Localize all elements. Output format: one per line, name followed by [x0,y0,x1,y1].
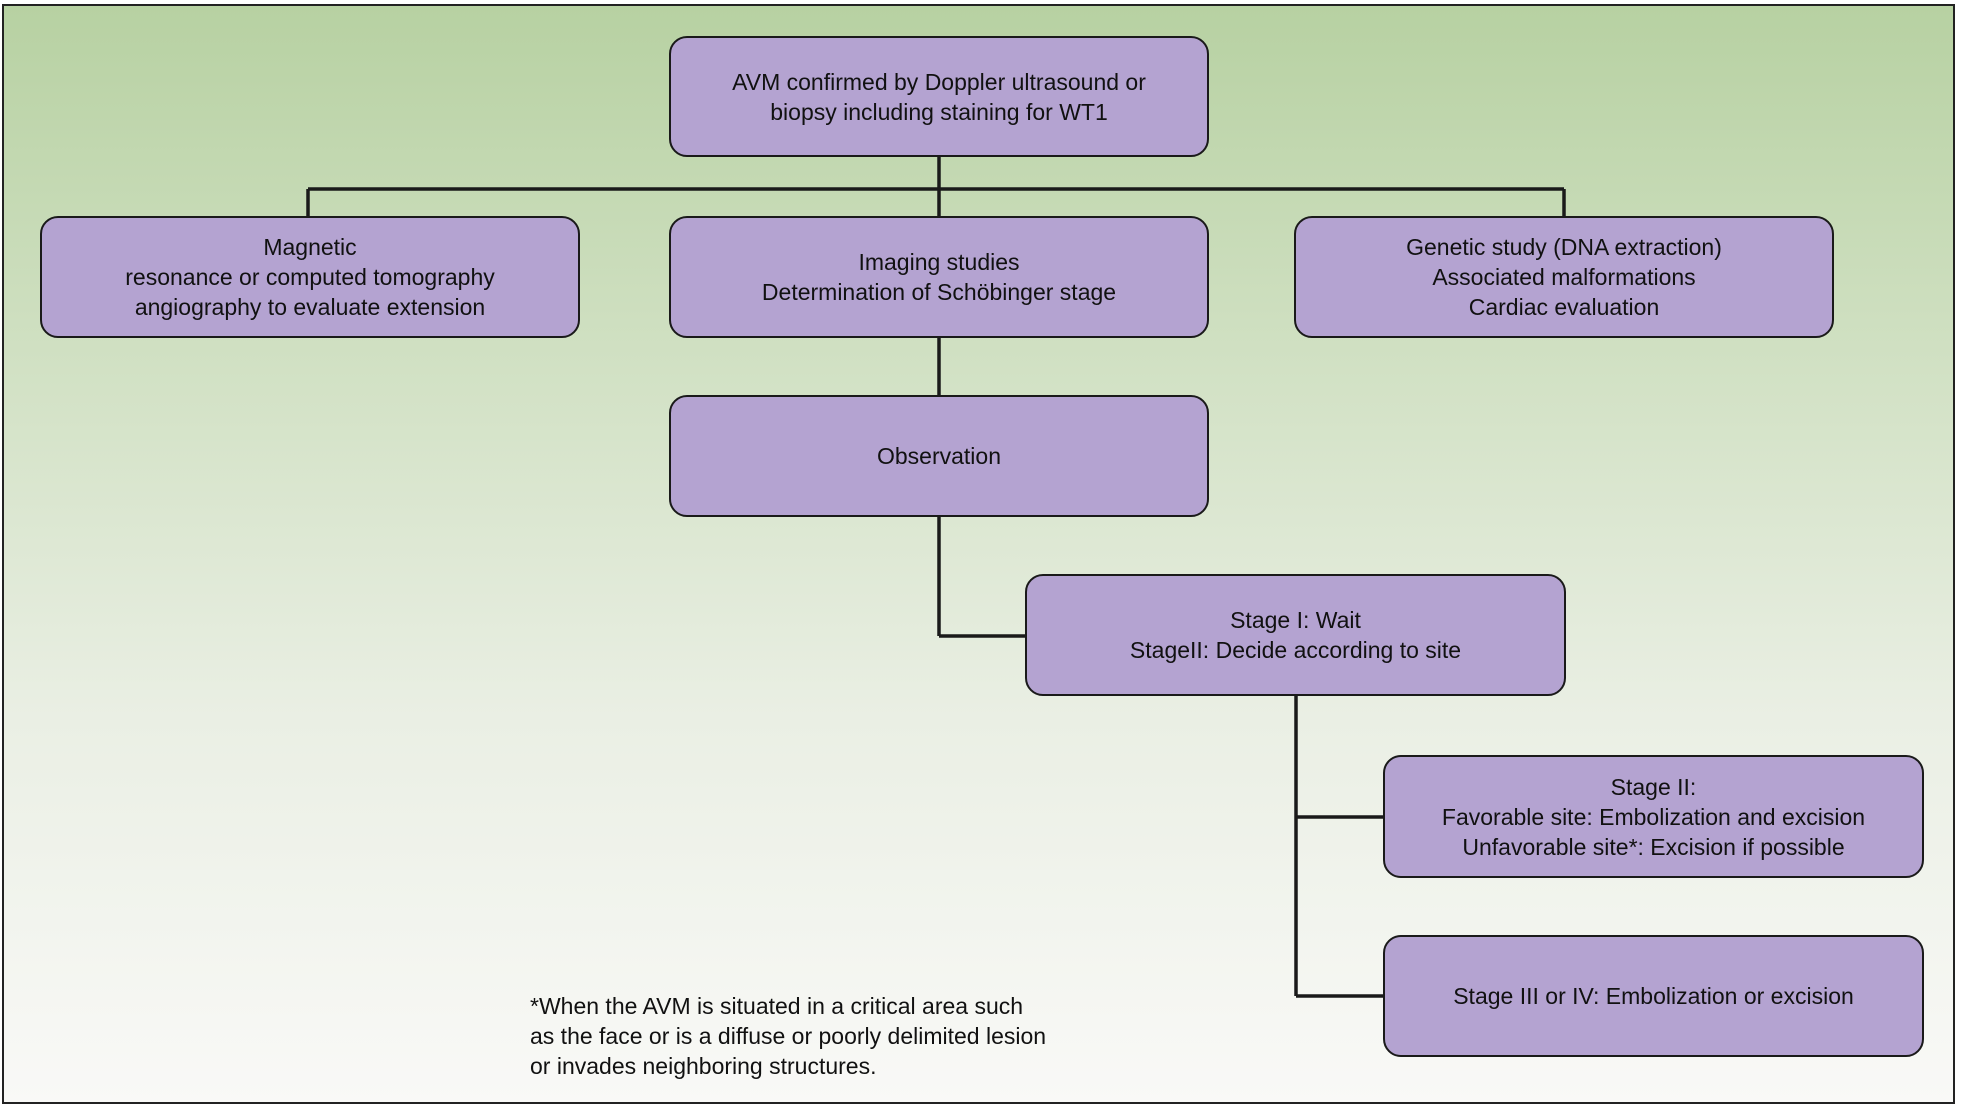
stage-1-wait-node: Stage I: Wait StageII: Decide according … [1025,574,1566,696]
mri-line-3: angiography to evaluate extension [134,294,486,320]
observation-node: Observation [669,395,1209,517]
footnote: *When the AVM is situated in a critical … [530,991,1046,1081]
imaging-studies-node: Imaging studies Determination of Schöbin… [669,216,1209,338]
imaging-line-2: Determination of Schöbinger stage [761,279,1117,305]
stage-3-4-node: Stage III or IV: Embolization or excisio… [1383,935,1924,1057]
genetic-study-node: Genetic study (DNA extraction) Associate… [1294,216,1834,338]
stage-2-line-3: Unfavorable site*: Excision if possible [1462,833,1845,860]
footnote-line-1: *When the AVM is situated in a critical … [530,993,1024,1019]
stage-1-line-2: StageII: Decide according to site [1129,637,1462,663]
mri-line-1: Magnetic [263,234,357,260]
flowchart-canvas: AVM confirmed by Doppler ultrasound or b… [2,4,1955,1104]
stage-2-line-2: Favorable site: Embolization and excisio… [1441,803,1866,830]
imaging-line-1: Imaging studies [858,249,1020,275]
genetic-line-3: Cardiac evaluation [1468,294,1660,320]
genetic-line-2: Associated malformations [1432,264,1696,290]
footnote-line-3: or invades neighboring structures. [530,1053,877,1079]
connector-lines [306,156,1566,998]
avm-confirmed-line-2: biopsy including staining for WT1 [770,98,1108,125]
stage-3-label: Stage III or IV: Embolization or excisio… [1453,983,1854,1009]
footnote-line-2: as the face or is a diffuse or poorly de… [530,1023,1047,1049]
mri-line-2: resonance or computed tomography [125,264,495,290]
avm-confirmed-node: AVM confirmed by Doppler ultrasound or b… [669,36,1209,157]
stage-2-line-1: Stage II: [1610,773,1697,800]
observation-label: Observation [876,443,1001,469]
genetic-line-1: Genetic study (DNA extraction) [1406,234,1722,260]
stage-1-line-1: Stage I: Wait [1230,607,1361,633]
mri-ct-angiography-node: Magnetic resonance or computed tomograph… [40,216,580,338]
avm-confirmed-line-1: AVM confirmed by Doppler ultrasound or [732,68,1146,95]
stage-2-site-node: Stage II: Favorable site: Embolization a… [1383,755,1924,878]
